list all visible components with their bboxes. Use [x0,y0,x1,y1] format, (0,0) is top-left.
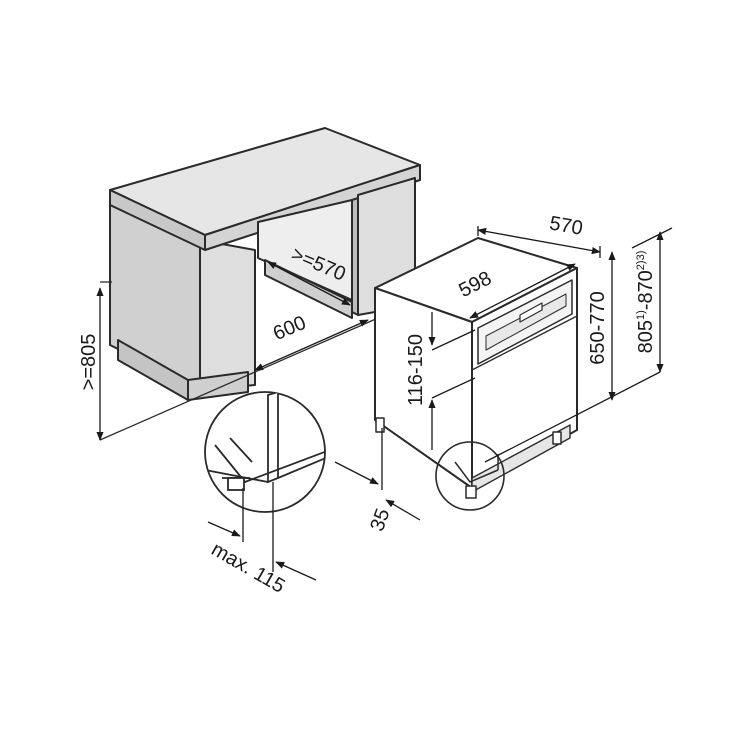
foot-front [465,485,477,499]
label-detail-offset: max. 115 [208,538,289,597]
dim-plinth-offset [334,428,421,521]
label-niche-height: >=805 [78,334,100,391]
label-total-height-sup1: 1) [635,310,647,320]
label-niche-width: 600 [270,312,309,345]
counter-top-left-edge [109,189,206,251]
dim-appliance-depth [477,226,601,258]
dishwasher [374,237,578,499]
kitchen-cabinet [109,127,421,401]
left-cabinet-front [199,239,256,391]
dim-appliance-width [469,263,576,319]
dim-panel-height [428,312,476,450]
dim-niche-width [254,319,369,371]
left-cabinet-plinth-front [187,371,249,401]
label-plinth-offset: 35 [366,506,394,534]
detail-marker-circle [435,441,505,511]
detail-marker-bracket [454,454,499,483]
label-total-height: 8051)-8702)3) [635,251,657,354]
dim-niche-depth [267,261,351,306]
label-appliance-depth: 570 [548,212,585,239]
label-total-height-base: 805 [635,320,657,353]
label-panel-height: 116-150 [405,334,427,406]
foot-rear [552,431,562,445]
label-total-height-mid: -870 [635,270,657,310]
label-appliance-height: 650-770 [587,291,609,364]
foot-left [375,417,385,433]
label-total-height-sup2: 2)3) [635,251,647,271]
dim-total-height [484,227,673,463]
detail-view [204,391,326,513]
dim-detail-offset [207,482,317,581]
detail-view-circle [204,391,326,513]
